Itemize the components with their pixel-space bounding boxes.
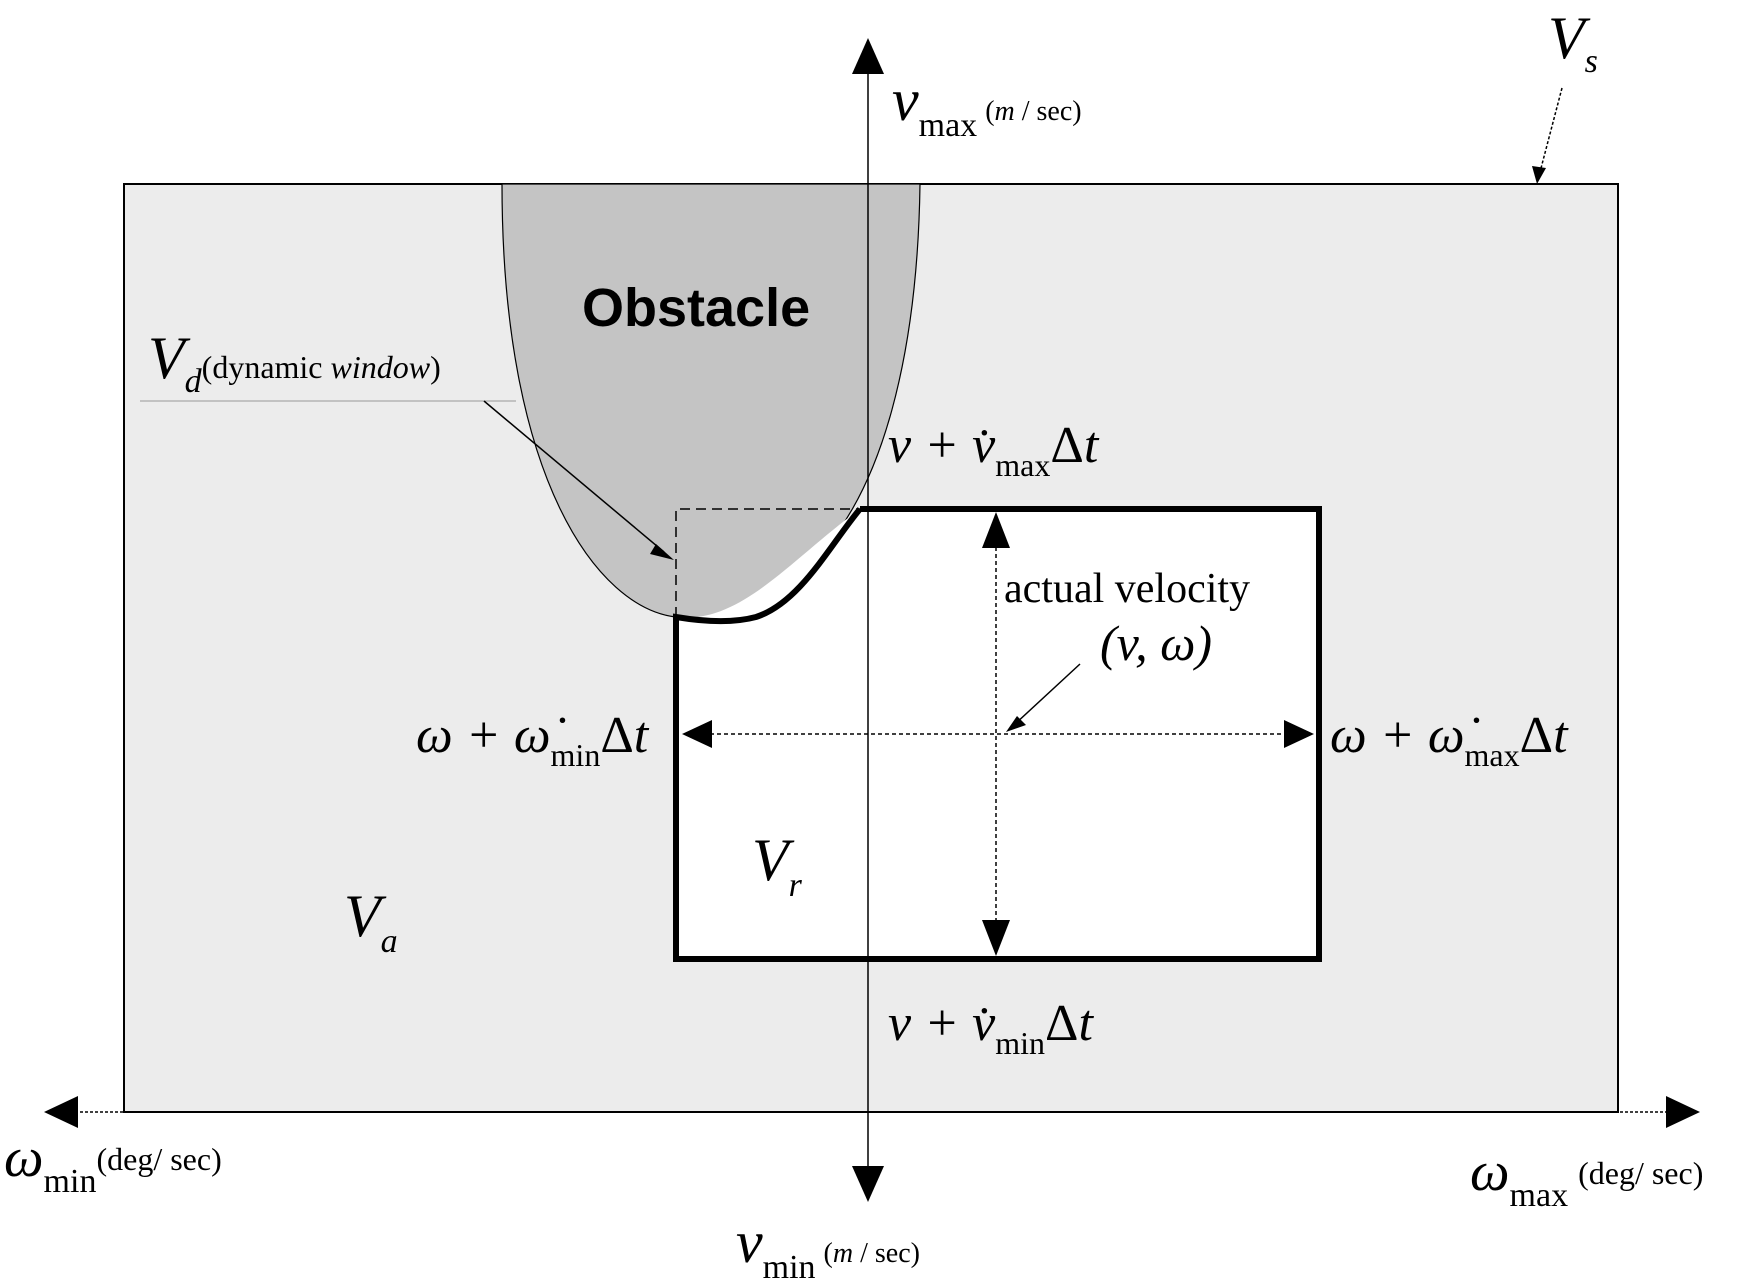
actual-velocity-pointer bbox=[1013, 663, 1081, 726]
vd-dashed-boundary bbox=[675, 508, 860, 617]
v-min-axis-label: vmin(m / sec) bbox=[736, 1209, 920, 1286]
vs-label: Vs bbox=[1548, 5, 1598, 80]
vr-label: Vr bbox=[752, 827, 803, 904]
vs-pointer-arrow-icon bbox=[1532, 166, 1546, 184]
v-axis-up-arrow-icon bbox=[852, 38, 884, 74]
omega-max-axis-label: ωmax(deg/ sec) bbox=[1470, 1141, 1703, 1214]
lower-bound-label: v + v̇minΔt bbox=[888, 995, 1095, 1061]
v-axis-down-arrow-icon bbox=[852, 1166, 884, 1202]
actual-velocity-label: actual velocity bbox=[1004, 566, 1250, 612]
upper-bound-label: v + v̇maxΔt bbox=[888, 417, 1100, 483]
vd-label: Vd(dynamic window) bbox=[148, 325, 441, 400]
omega-axis-left-arrow-icon bbox=[44, 1096, 78, 1128]
omega-range-right-arrow-icon bbox=[1284, 720, 1314, 748]
vd-pointer bbox=[483, 400, 665, 553]
vr-boundary bbox=[673, 506, 1322, 962]
vd-pointer-arrow-icon bbox=[650, 544, 674, 560]
right-bound-label: ω + ω̇maxΔt bbox=[1330, 707, 1569, 773]
omega-axis-right-arrow-icon bbox=[1666, 1096, 1700, 1128]
omega-min-axis-label: ωmin(deg/ sec) bbox=[4, 1127, 222, 1200]
vs-pointer bbox=[1539, 87, 1563, 173]
actual-velocity-pointer-arrow-icon bbox=[1006, 716, 1026, 732]
obstacle-label: Obstacle bbox=[582, 278, 810, 338]
omega-range-left-arrow-icon bbox=[682, 720, 712, 748]
va-label: Va bbox=[344, 883, 398, 960]
v-range-up-arrow-icon bbox=[982, 512, 1010, 548]
v-max-axis-label: vmax(m / sec) bbox=[892, 67, 1082, 144]
left-bound-label: ω + ω̇minΔt bbox=[416, 707, 650, 773]
v-range-down-arrow-icon bbox=[982, 920, 1010, 956]
actual-velocity-pair: (v, ω) bbox=[1100, 615, 1212, 671]
